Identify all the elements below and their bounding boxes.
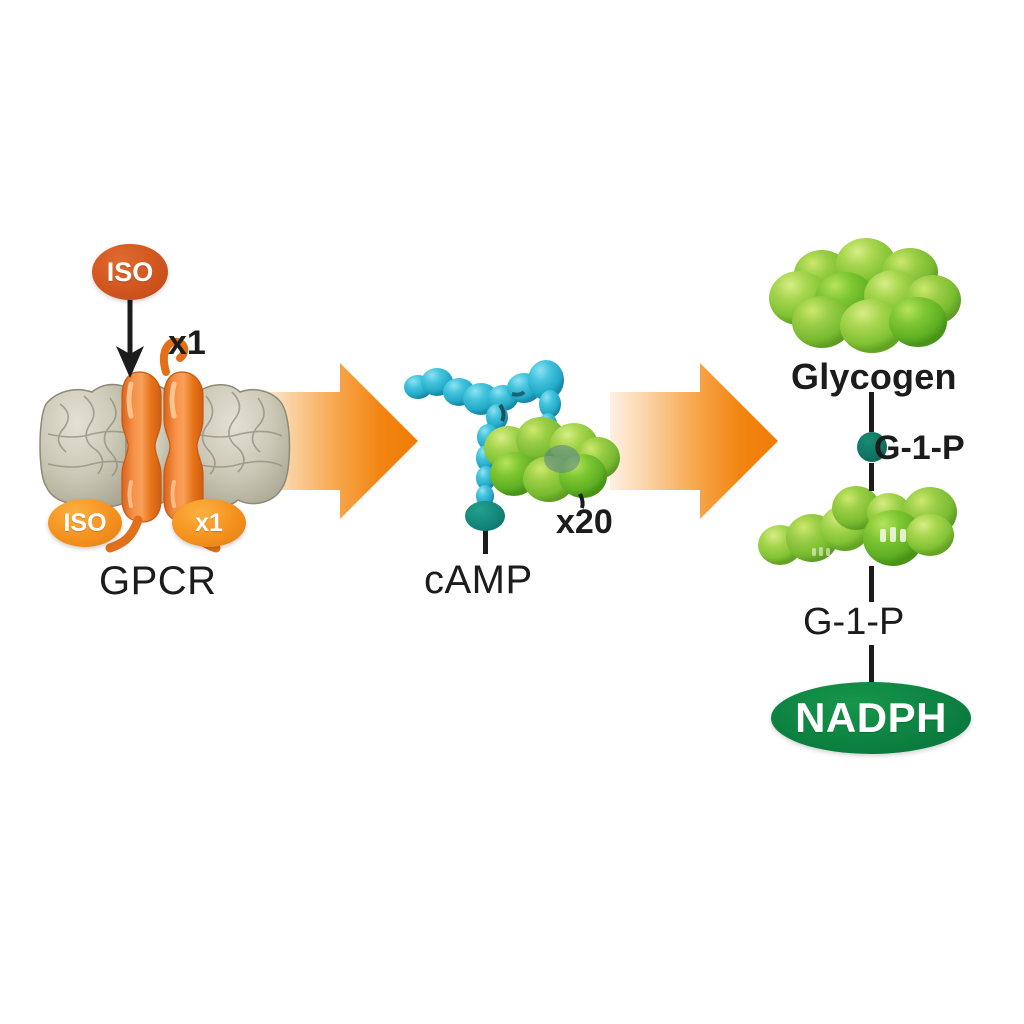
badge-iso-top[interactable]: ISO [92, 244, 168, 300]
stem-glycogen-to-node [869, 392, 874, 432]
camp-dot-icon [465, 501, 505, 531]
label-g1p-node: G-1-P [874, 429, 965, 467]
badge-iso-bottom-left[interactable]: ISO [48, 499, 122, 547]
stem-camp [483, 508, 488, 554]
label-g1p-lower: G-1-P [803, 601, 905, 643]
stem-cluster-to-g1p [869, 566, 874, 602]
iso-binding-arrow [116, 300, 144, 378]
caption-gpcr: GPCR [99, 559, 217, 603]
gpcr-illustration [39, 300, 291, 553]
badge-x1-bottom-right[interactable]: x1 [172, 499, 246, 547]
g1p-node-dot-icon [857, 432, 887, 462]
stem-g1p-to-nadph [869, 645, 874, 683]
stem-node-to-cluster [869, 463, 874, 491]
caption-camp: cAMP [424, 558, 533, 602]
arrow-camp-to-glycogen [610, 363, 778, 519]
glycogen-illustration [758, 238, 961, 566]
arrow-gpcr-to-camp [252, 363, 418, 519]
badge-nadph[interactable]: NADPH [771, 682, 971, 754]
annotation-x20: x20 [556, 503, 613, 541]
camp-illustration [404, 360, 620, 509]
annotation-x1: x1 [168, 324, 206, 362]
caption-glycogen: Glycogen [791, 356, 957, 397]
